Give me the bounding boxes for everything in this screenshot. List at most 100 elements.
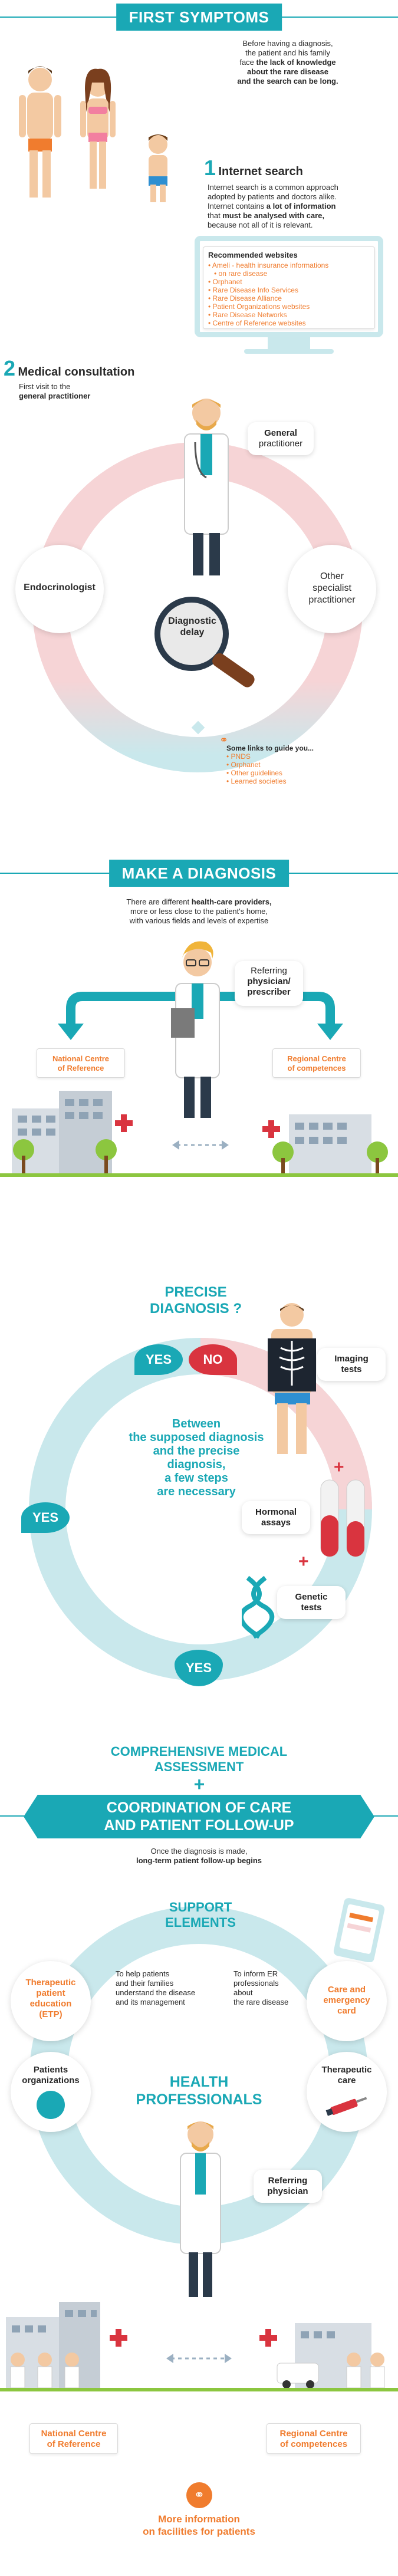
referring-physician-bubble: Referring physician/ prescriber bbox=[235, 961, 303, 1006]
text-line: professionals bbox=[233, 1979, 279, 1988]
guide-links: ⚭ bbox=[219, 734, 228, 746]
text-line: Internet search is a common approach bbox=[208, 183, 338, 192]
intro-line: face the lack of knowledge bbox=[188, 58, 388, 67]
patients-organizations-node: Patients organizations bbox=[11, 2052, 91, 2132]
link-icon: ⚭ bbox=[219, 734, 229, 746]
label-line: practitioner bbox=[308, 595, 356, 605]
yes-button[interactable]: YES bbox=[134, 1344, 183, 1375]
endocrinologist-node: Endocrinologist bbox=[15, 545, 104, 633]
therapeutic-care-label: Therapeutic care bbox=[307, 2065, 387, 2086]
title-line: DIAGNOSIS ? bbox=[149, 1301, 242, 1317]
label-line: delay bbox=[180, 627, 205, 637]
website-link[interactable]: Ameli - health insurance informations bbox=[208, 261, 370, 269]
bubble-text: General bbox=[264, 428, 297, 438]
text: that bbox=[208, 211, 221, 220]
card-text: National Centre bbox=[52, 1054, 110, 1063]
guide-link[interactable]: Orphanet bbox=[226, 761, 344, 769]
text-bold: must be analysed with care, bbox=[222, 211, 324, 220]
monitor-base bbox=[244, 349, 334, 354]
other-specialist-node: Other specialist practitioner bbox=[288, 545, 376, 633]
magnifier-icon bbox=[154, 597, 255, 687]
link-icon[interactable]: ⚭ bbox=[186, 2482, 212, 2508]
monitor-stand bbox=[268, 337, 310, 350]
coordination-text: Once the diagnosis is made, long-term pa… bbox=[100, 1847, 298, 1866]
comprehensive-assessment-title: COMPREHENSIVE MEDICAL ASSESSMENT bbox=[59, 1744, 339, 1775]
care-card-description: To inform ER professionals about the rar… bbox=[233, 1969, 304, 2007]
xray-patient-illustration bbox=[268, 1303, 316, 1454]
label-line: Other bbox=[320, 571, 344, 581]
website-link[interactable]: Orphanet bbox=[208, 278, 370, 286]
link-line: More information bbox=[158, 2514, 240, 2525]
website-link[interactable]: Rare Disease Alliance bbox=[208, 294, 370, 302]
yes-button-left[interactable]: YES bbox=[21, 1502, 70, 1533]
bubble-text: Referring bbox=[251, 966, 287, 976]
first-symptoms-intro: Before having a diagnosis, the patient a… bbox=[188, 39, 388, 86]
national-centre-card[interactable]: National Centre of Reference bbox=[37, 1048, 125, 1078]
internet-search-text: Internet search is a common approach ado… bbox=[208, 183, 384, 230]
intro-line: Before having a diagnosis, bbox=[242, 39, 333, 48]
label-line: patient bbox=[36, 1988, 65, 1998]
precise-diagnosis-title: PRECISE DIAGNOSIS ? bbox=[149, 1284, 243, 1317]
text-line: First visit to the bbox=[19, 382, 71, 391]
health-professionals-title: HEALTH PROFESSIONALS bbox=[124, 2073, 274, 2108]
text-line: that must be analysed with care, bbox=[208, 211, 384, 221]
make-diagnosis-title: MAKE A DIAGNOSIS bbox=[108, 860, 290, 887]
text-line: To inform ER bbox=[233, 1969, 278, 1978]
label-line: emergency bbox=[323, 1995, 370, 2005]
card-text: National Centre bbox=[41, 2429, 107, 2439]
text-line: are necessary bbox=[157, 1485, 236, 1498]
monitor-illustration bbox=[195, 236, 383, 337]
make-diagnosis-banner: MAKE A DIAGNOSIS bbox=[0, 860, 398, 887]
title-line: COORDINATION OF CARE bbox=[106, 1799, 292, 1816]
regional-centre-card-2[interactable]: Regional Centre of competences bbox=[267, 2423, 361, 2454]
diagnosis-arrows bbox=[58, 992, 343, 1040]
label-line: Patients bbox=[33, 2065, 68, 2075]
intro-line: the patient and his family bbox=[245, 48, 330, 57]
link-line: on facilities for patients bbox=[143, 2526, 255, 2537]
website-link[interactable]: Rare Disease Networks bbox=[208, 311, 370, 319]
intro-bold: the lack of knowledge bbox=[256, 58, 336, 67]
label-line: organizations bbox=[22, 2075, 80, 2085]
website-link[interactable]: Rare Disease Info Services bbox=[208, 286, 370, 294]
title-line: ASSESSMENT bbox=[154, 1759, 244, 1774]
hospitals-illustration bbox=[0, 1091, 398, 1177]
guide-links-list: Some links to guide you... PNDS Orphanet… bbox=[226, 744, 344, 785]
imaging-tests-bubble: Imaging tests bbox=[317, 1348, 386, 1381]
general-practitioner-illustration bbox=[184, 399, 229, 575]
recommended-websites-card: Recommended websites Ameli - health insu… bbox=[203, 246, 375, 329]
coordination-title: COORDINATION OF CARE AND PATIENT FOLLOW-… bbox=[24, 1795, 374, 1838]
text-line: To help patients bbox=[116, 1969, 170, 1978]
guide-link[interactable]: PNDS bbox=[226, 752, 344, 761]
website-link[interactable]: Centre of Reference websites bbox=[208, 319, 370, 327]
text-line: the supposed diagnosis bbox=[129, 1431, 264, 1444]
label-line: care bbox=[337, 2075, 356, 2085]
medical-consultation-heading: 2 Medical consultation bbox=[4, 356, 134, 381]
national-centre-card-2[interactable]: National Centre of Reference bbox=[29, 2423, 118, 2454]
internet-search-title: Internet search bbox=[218, 165, 303, 178]
text-line: and the precise bbox=[153, 1445, 240, 1458]
genetic-tests-bubble: Genetic tests bbox=[277, 1586, 346, 1619]
label-line: education bbox=[29, 1999, 72, 2009]
bubble-text: physician bbox=[267, 2186, 308, 2196]
between-steps-text: Between the supposed diagnosis and the p… bbox=[117, 1417, 276, 1499]
guide-link[interactable]: Other guidelines bbox=[226, 769, 344, 777]
more-info-link[interactable]: More information on facilities for patie… bbox=[112, 2513, 286, 2538]
website-link[interactable]: on rare disease bbox=[208, 269, 370, 278]
etp-description: To help patients and their families unde… bbox=[116, 1969, 198, 2007]
no-button[interactable]: NO bbox=[189, 1344, 237, 1375]
bubble-text: assays bbox=[261, 1518, 291, 1528]
text-line: diagnosis, bbox=[167, 1458, 226, 1471]
text-line: Internet contains a lot of information bbox=[208, 202, 384, 211]
yes-button-bottom[interactable]: YES bbox=[175, 1650, 223, 1686]
diagnostic-delay-label: Diagnostic delay bbox=[158, 616, 226, 638]
test-tubes-icon bbox=[320, 1479, 365, 1557]
bubble-text: Hormonal bbox=[255, 1507, 297, 1517]
guide-link[interactable]: Learned societies bbox=[226, 777, 344, 785]
endocrinologist-label: Endocrinologist bbox=[24, 583, 96, 593]
etp-node: Therapeutic patient education (ETP) bbox=[11, 1961, 91, 2041]
text-line: long-term patient follow-up begins bbox=[136, 1856, 262, 1865]
regional-centre-card[interactable]: Regional Centre of competences bbox=[272, 1048, 361, 1078]
medical-consultation-sub: First visit to the general practitioner bbox=[19, 382, 90, 401]
website-link[interactable]: Patient Organizations websites bbox=[208, 302, 370, 311]
title-line: SUPPOSED bbox=[158, 684, 240, 700]
